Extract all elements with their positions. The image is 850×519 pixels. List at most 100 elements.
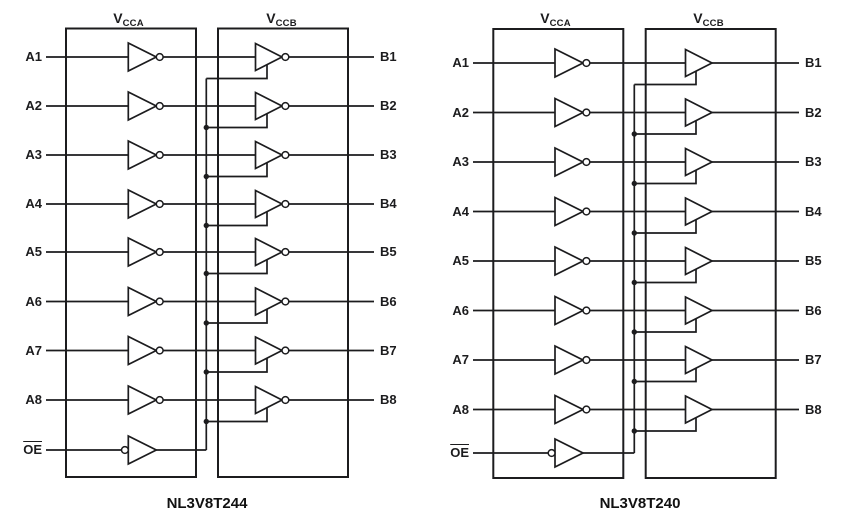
inverter-gate-stage1 <box>127 41 159 73</box>
output-label: B1 <box>380 49 397 64</box>
input-label: A1 <box>452 55 469 70</box>
inverter-gate-stage2 <box>254 42 284 72</box>
vccb-supply-label: VCCB <box>664 8 754 29</box>
vccb-base: V <box>693 10 703 26</box>
vcca-domain-box <box>492 28 625 479</box>
input-label: A8 <box>25 392 42 407</box>
input-label: A3 <box>25 147 42 162</box>
vcca-base: V <box>540 10 550 26</box>
output-bubble <box>582 157 591 167</box>
vccb-supply-label: VCCB <box>237 8 327 29</box>
junction-dot <box>631 279 637 286</box>
output-bubble <box>281 150 290 160</box>
input-bubble <box>547 448 556 458</box>
input-label: A6 <box>25 293 42 309</box>
output-label: B3 <box>805 154 822 169</box>
vcca-subscript: CCA <box>122 17 144 29</box>
input-label: A7 <box>452 352 469 367</box>
input-label: A1 <box>25 49 42 64</box>
diagram-caption: NL3V8T244 <box>166 495 248 512</box>
inverter-gate-stage2 <box>254 140 284 170</box>
output-label: B4 <box>380 196 397 211</box>
buffer-gate-stage2 <box>684 48 714 78</box>
junction-dot <box>203 222 209 229</box>
inverter-gate-stage1 <box>554 196 585 227</box>
junction-dot <box>631 329 637 335</box>
output-bubble <box>582 256 591 266</box>
junction-dot <box>631 131 637 137</box>
diagram-caption: NL3V8T240 <box>599 495 681 512</box>
output-label: B8 <box>380 392 397 407</box>
output-bubble <box>155 199 164 209</box>
inverter-gate-stage1 <box>554 245 585 277</box>
output-bubble <box>155 150 164 160</box>
junction-dot <box>631 230 637 236</box>
inverter-gate-stage1 <box>554 394 585 425</box>
output-bubble <box>281 247 290 257</box>
inverter-gate-stage1 <box>127 236 159 268</box>
output-bubble <box>155 101 164 111</box>
output-label: B2 <box>805 104 822 120</box>
input-label: A2 <box>25 98 42 113</box>
output-bubble <box>281 395 290 405</box>
output-label: B5 <box>805 253 822 268</box>
junction-dot <box>203 320 209 326</box>
vcca-base: V <box>113 10 123 26</box>
input-label: A4 <box>25 196 42 211</box>
output-bubble <box>582 355 591 365</box>
output-label: B4 <box>805 203 822 219</box>
junction-dot <box>631 378 637 385</box>
output-bubble <box>155 52 164 62</box>
output-label: B5 <box>380 244 397 259</box>
output-bubble <box>155 395 164 405</box>
input-bubble <box>120 445 130 455</box>
inverter-gate-stage1 <box>127 286 159 317</box>
inverter-gate-stage1 <box>554 146 585 178</box>
vccb-subscript: CCB <box>275 17 297 29</box>
output-bubble <box>582 58 591 68</box>
junction-dot <box>631 180 637 187</box>
output-bubble <box>155 297 164 306</box>
enable-gate <box>554 437 585 469</box>
output-label: B7 <box>380 342 397 358</box>
enable-gate <box>127 434 159 466</box>
output-bubble <box>582 306 591 315</box>
junction-dot <box>203 173 209 180</box>
output-label: B6 <box>380 293 397 309</box>
junction-dot <box>203 124 209 131</box>
junction-dot <box>203 270 209 277</box>
vccb-subscript: CCB <box>702 17 724 29</box>
inverter-gate-stage2 <box>254 237 284 267</box>
input-label: A3 <box>452 154 469 169</box>
output-bubble <box>281 297 290 306</box>
inverter-gate-stage2 <box>254 91 284 121</box>
junction-dot <box>203 369 209 375</box>
vcca-supply-label: VCCA <box>511 8 601 29</box>
output-bubble <box>281 346 290 355</box>
inverter-gate-stage1 <box>127 384 159 416</box>
enable-label: OE <box>0 441 42 459</box>
buffer-gate-stage2 <box>684 345 714 375</box>
output-label: B1 <box>805 55 822 70</box>
output-bubble <box>155 247 164 257</box>
junction-dot <box>631 428 637 434</box>
vcca-supply-label: VCCA <box>84 8 174 29</box>
inverter-gate-stage1 <box>554 295 585 326</box>
vccb-domain-box <box>644 28 777 479</box>
output-bubble <box>155 346 164 355</box>
input-label: A8 <box>452 401 469 417</box>
input-label: A4 <box>452 203 469 219</box>
output-label: B3 <box>380 147 397 162</box>
buffer-gate-stage2 <box>684 147 714 177</box>
output-bubble <box>582 405 591 414</box>
inverter-gate-stage1 <box>127 139 159 171</box>
inverter-gate-stage1 <box>554 47 585 79</box>
inverter-gate-stage1 <box>127 335 159 366</box>
vccb-base: V <box>266 10 276 26</box>
output-bubble <box>582 207 591 216</box>
output-bubble <box>281 199 290 209</box>
buffer-gate-stage2 <box>684 97 714 128</box>
output-bubble <box>582 108 591 117</box>
junction-dot <box>203 418 209 425</box>
